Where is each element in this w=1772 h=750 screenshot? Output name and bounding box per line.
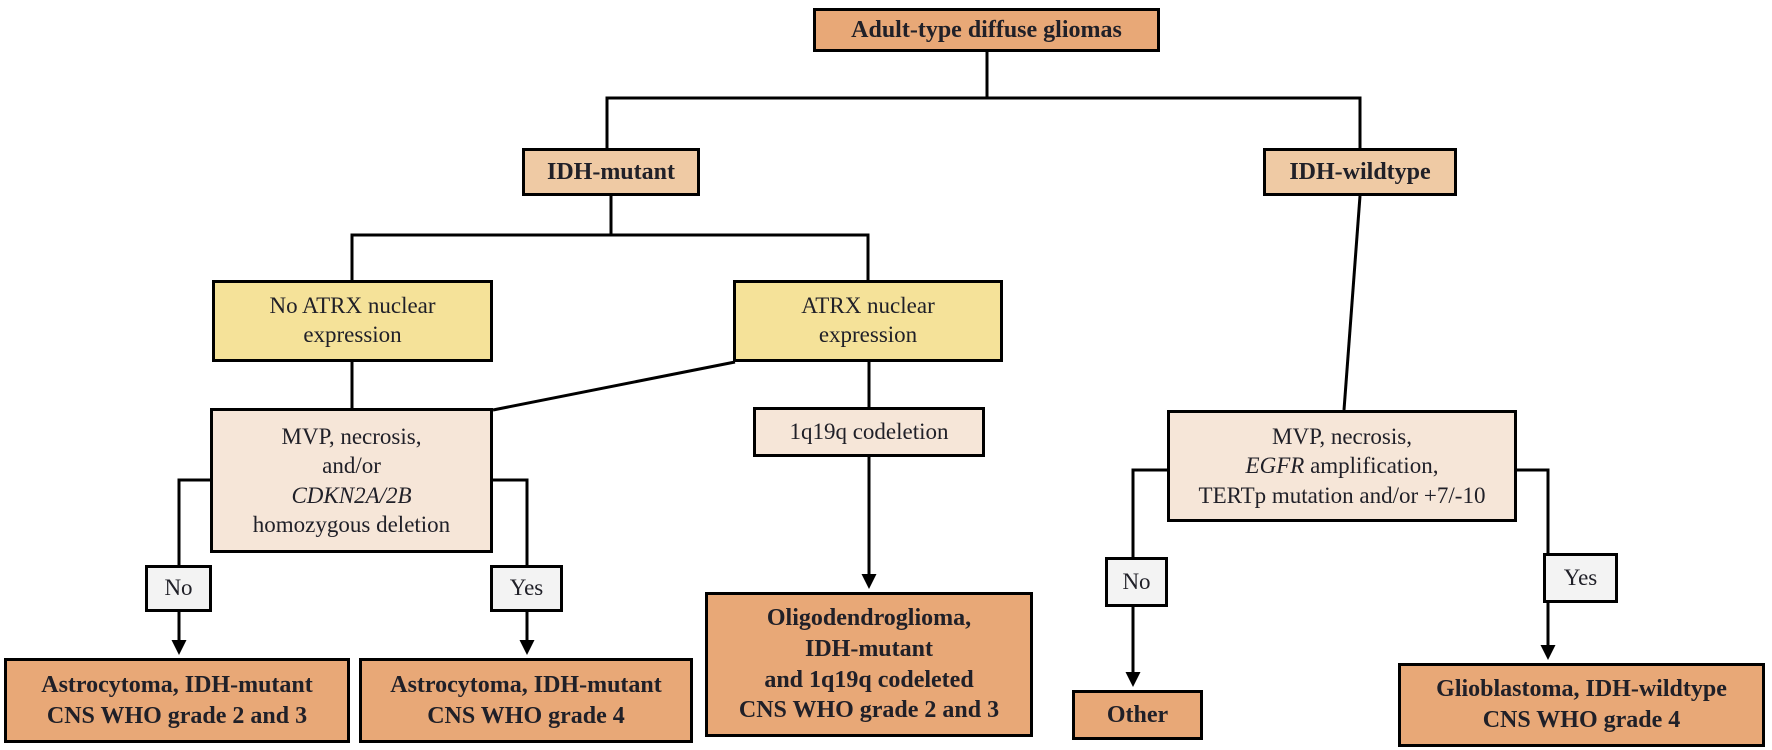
node-adult-type-diffuse-gliomas: Adult-type diffuse gliomas bbox=[813, 8, 1160, 52]
node-label: Yes bbox=[509, 575, 544, 601]
node-label-line: MVP, necrosis, bbox=[281, 423, 422, 449]
node-astrocytoma-grade-4: Astrocytoma, IDH-mutant CNS WHO grade 4 bbox=[359, 658, 693, 743]
node-label-line: and 1q19q codeleted bbox=[764, 666, 974, 693]
node-no-right: No bbox=[1105, 557, 1168, 607]
node-oligodendroglioma: Oligodendroglioma, IDH-mutant and 1q19q … bbox=[705, 592, 1033, 737]
connector-atrx-to-mvp-diagonal bbox=[492, 360, 736, 412]
node-label-rest: amplification, bbox=[1304, 453, 1439, 479]
node-label-line: ATRX nuclear bbox=[801, 293, 935, 319]
node-label-line: expression bbox=[818, 322, 918, 347]
node-no-atrx-nuclear-expression: No ATRX nuclear expression bbox=[212, 280, 493, 362]
node-no-left: No bbox=[145, 565, 212, 612]
connector-mvp-right-to-no bbox=[1131, 468, 1167, 557]
node-label-line: No ATRX nuclear bbox=[269, 293, 436, 319]
node-label: Yes bbox=[1563, 564, 1598, 590]
node-label: Adult-type diffuse gliomas bbox=[851, 16, 1122, 43]
node-label-line: expression bbox=[303, 322, 402, 347]
connector-mvp-left-to-no bbox=[177, 478, 210, 565]
node-label-line: Astrocytoma, IDH-mutant bbox=[41, 671, 313, 698]
node-label-line: Oligodendroglioma, bbox=[766, 605, 972, 632]
node-other: Other bbox=[1072, 690, 1203, 740]
node-label: No bbox=[164, 575, 193, 601]
node-label-line: homozygous deletion bbox=[252, 511, 451, 537]
node-label: IDH-wildtype bbox=[1289, 158, 1431, 185]
node-label: 1q19q codeletion bbox=[789, 419, 949, 445]
node-label-line: Astrocytoma, IDH-mutant bbox=[390, 671, 662, 698]
node-label-line: CNS WHO grade 2 and 3 bbox=[738, 697, 1000, 724]
node-glioblastoma: Glioblastoma, IDH-wildtype CNS WHO grade… bbox=[1398, 663, 1765, 747]
node-mvp-cdkn2a-criterion: MVP, necrosis, and/or CDKN2A/2B homozygo… bbox=[210, 408, 493, 553]
node-1q19q-codeletion: 1q19q codeletion bbox=[753, 407, 985, 457]
node-label-gene: EGFR bbox=[1245, 453, 1305, 479]
connector-idh-wildtype-stem bbox=[1342, 195, 1362, 411]
connector-mvp-right-to-yes bbox=[1517, 468, 1550, 553]
node-label-line: CNS WHO grade 2 and 3 bbox=[46, 702, 308, 729]
node-label: Other bbox=[1106, 701, 1169, 728]
node-label: IDH-mutant bbox=[546, 158, 675, 185]
node-label-line-gene: CDKN2A/2B bbox=[291, 482, 412, 508]
node-atrx-nuclear-expression: ATRX nuclear expression bbox=[733, 280, 1003, 362]
node-mvp-egfr-tertp-criterion: MVP, necrosis, EGFR amplification, TERTp… bbox=[1167, 410, 1517, 522]
node-label-line: IDH-mutant bbox=[804, 635, 933, 662]
node-yes-right: Yes bbox=[1543, 553, 1618, 603]
connector-mvp-left-to-yes bbox=[493, 478, 529, 565]
node-astrocytoma-grade-2-3: Astrocytoma, IDH-mutant CNS WHO grade 2 … bbox=[4, 658, 350, 743]
node-label-line: MVP, necrosis, bbox=[1272, 423, 1412, 449]
node-idh-wildtype: IDH-wildtype bbox=[1263, 148, 1457, 196]
node-label-line: CNS WHO grade 4 bbox=[427, 702, 625, 729]
connector-root-to-idh-mutant bbox=[605, 96, 1362, 148]
node-label-line: Glioblastoma, IDH-wildtype bbox=[1436, 676, 1727, 703]
node-label-line: and/or bbox=[322, 453, 381, 479]
node-idh-mutant: IDH-mutant bbox=[522, 148, 700, 196]
node-yes-left: Yes bbox=[490, 565, 563, 612]
node-label-line: EGFR amplification, bbox=[1246, 451, 1439, 480]
node-label: No bbox=[1122, 568, 1151, 594]
connector-idh-mutant-split bbox=[350, 233, 870, 280]
node-label-line: CNS WHO grade 4 bbox=[1482, 707, 1681, 733]
node-label-line: TERTp mutation and/or +7/-10 bbox=[1198, 482, 1486, 508]
